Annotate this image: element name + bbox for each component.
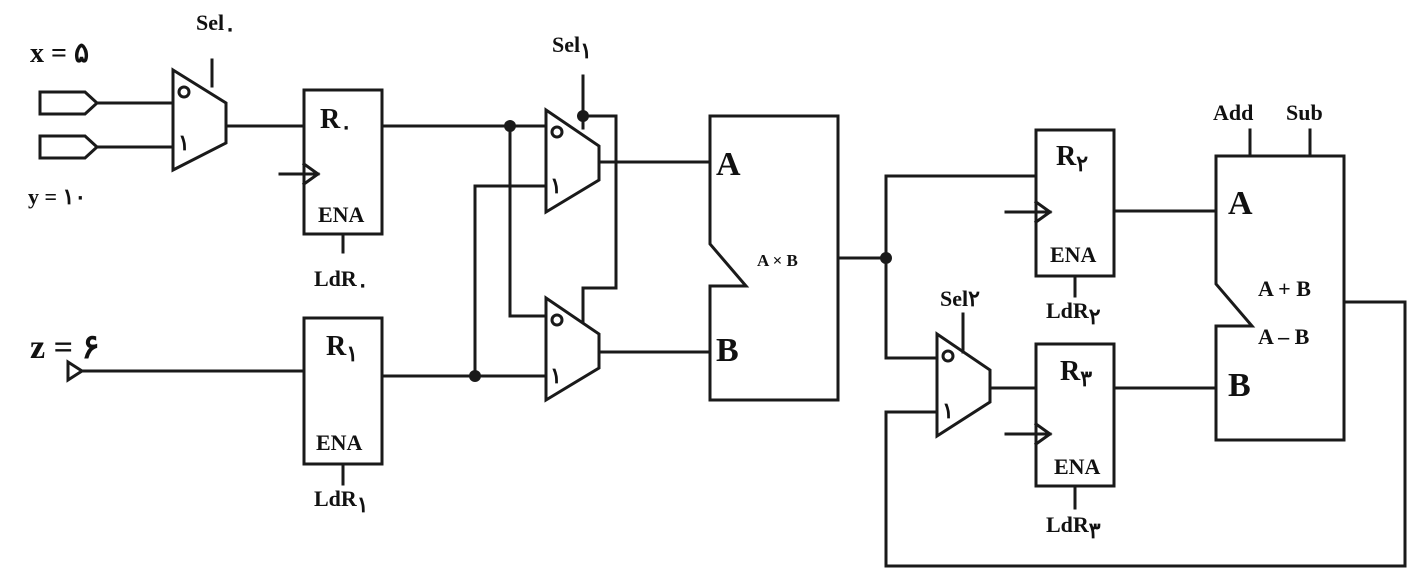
register-r2-ena: ENA	[1050, 242, 1097, 267]
alu-input-a: A	[1228, 185, 1253, 222]
register-r0: R۰ ENA	[301, 88, 384, 236]
input-z-label: z = ۶	[30, 329, 100, 366]
register-r1-ena: ENA	[316, 430, 363, 455]
junction-r0	[504, 120, 516, 132]
sel2-label: Sel۲	[940, 286, 980, 311]
input-pin-z	[66, 359, 85, 383]
multiplier-input-a: A	[716, 146, 741, 183]
sel1-label: Sel۱	[552, 32, 592, 63]
register-r1-name: R۱	[326, 331, 358, 366]
mux-0-one-label: ۱	[178, 130, 190, 155]
junction-r1	[469, 370, 481, 382]
register-r1: R۱ ENA	[302, 316, 384, 466]
mux-b: ۱	[544, 295, 601, 403]
input-pin-x	[38, 90, 100, 116]
alu-unit: A B A + B A – B	[1214, 154, 1346, 442]
register-r1-load-label: LdR۱	[314, 486, 369, 517]
alu-op-sub: A – B	[1258, 324, 1310, 349]
mux-a: ۱	[544, 107, 601, 215]
register-r3: R۳ ENA	[1033, 342, 1116, 488]
input-pin-y	[38, 134, 100, 160]
mux-0: ۱	[171, 67, 228, 173]
mux-0-zero-mark	[177, 85, 191, 99]
mux-a-one-label: ۱	[550, 173, 562, 198]
junction-mult-out	[880, 252, 892, 264]
register-r0-load-label: LdR۰	[314, 266, 369, 297]
alu-ctrl-add-label: Add	[1213, 100, 1253, 125]
mux-b-one-label: ۱	[550, 363, 562, 388]
sel0-label: Sel۰	[196, 10, 236, 41]
multiplier-input-b: B	[716, 332, 739, 369]
register-r3-load-label: LdR۳	[1046, 512, 1101, 543]
mux-b-zero-mark	[550, 313, 564, 327]
junction-sel1	[577, 110, 589, 122]
register-r2: R۲ ENA	[1033, 128, 1116, 278]
register-r3-name: R۳	[1060, 356, 1092, 391]
alu-ctrl-sub-label: Sub	[1286, 100, 1323, 125]
mux-a-zero-mark	[550, 125, 564, 139]
multiplier-unit: A B A × B	[708, 114, 840, 402]
register-r2-name: R۲	[1056, 141, 1088, 176]
wires	[80, 58, 1407, 568]
register-r0-name: R۰	[320, 104, 352, 139]
register-r0-ena: ENA	[318, 202, 365, 227]
mux-r3-one-label: ۱	[942, 398, 954, 423]
alu-input-b: B	[1228, 367, 1251, 404]
alu-op-add: A + B	[1258, 276, 1311, 301]
register-r2-load-label: LdR۲	[1046, 298, 1101, 329]
mux-r3: ۱	[935, 331, 992, 439]
register-r3-ena: ENA	[1054, 454, 1101, 479]
mux-r3-zero-mark	[941, 349, 955, 363]
input-x-label: x = ۵	[30, 38, 89, 69]
multiplier-op-label: A × B	[757, 251, 798, 270]
input-y-label: y = ۱۰	[28, 184, 86, 209]
